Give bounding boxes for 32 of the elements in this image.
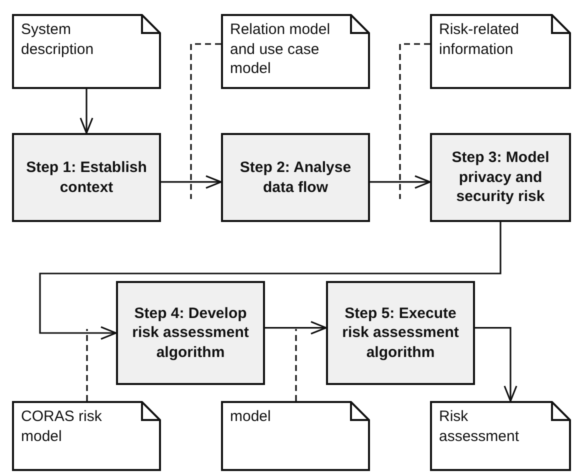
step-text: Step 2: Analyse data flow: [238, 158, 352, 197]
arrow: [370, 175, 431, 189]
arrow: [265, 321, 327, 335]
document-note: [12, 14, 161, 89]
document-note: [430, 401, 571, 471]
document-note: [430, 14, 571, 89]
note-text: Risk assessment: [439, 407, 520, 446]
step-text: Step 4: Develop risk assessment algorithm: [131, 304, 250, 362]
arrow: [475, 327, 518, 402]
process-box: [430, 133, 571, 222]
note-text: System description: [21, 20, 95, 59]
step-text: Step 1: Establish context: [25, 158, 148, 197]
arrow: [39, 222, 502, 340]
document-note: [221, 14, 370, 89]
document-note: [12, 401, 161, 471]
step-text: Step 5: Execute risk assessment algorithm: [341, 304, 460, 362]
dashed-connector: [190, 43, 221, 199]
note-text: model: [230, 407, 272, 426]
note-text: Relation model and use case model: [230, 20, 332, 78]
dashed-connector: [86, 329, 88, 401]
dashed-connector: [399, 43, 430, 199]
dashed-connector: [295, 329, 297, 401]
process-box: [221, 133, 370, 222]
note-text: CORAS risk model: [21, 407, 103, 446]
arrow: [80, 89, 94, 134]
step-text: Step 3: Model privacy and security risk: [450, 148, 550, 207]
note-text: Risk-related information: [439, 20, 520, 59]
process-box: [116, 281, 265, 385]
process-box: [326, 281, 475, 385]
process-box: [12, 133, 161, 222]
document-note: [221, 401, 370, 471]
arrow: [161, 175, 222, 189]
